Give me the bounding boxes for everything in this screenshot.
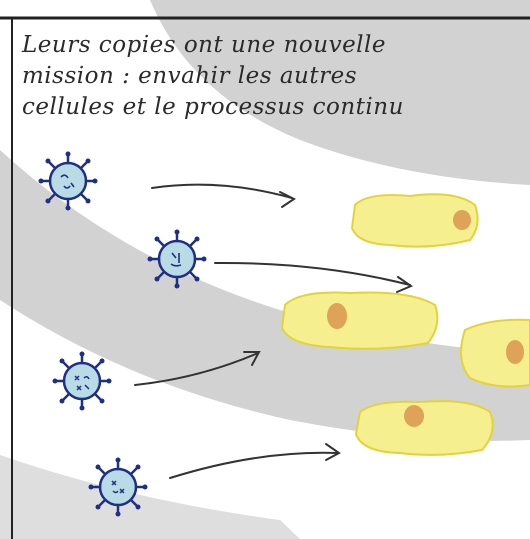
virus-icon: [38, 151, 98, 211]
host-cell-icon: [280, 291, 439, 350]
caption-line: Leurs copies ont une nouvelle: [22, 32, 387, 58]
background-band-top: [150, 0, 530, 185]
caption-line: mission : envahir les autres: [22, 63, 358, 89]
virus-icon: [88, 457, 148, 517]
virus-icon: [52, 351, 112, 411]
arrow-icon: [134, 351, 261, 386]
host-cell-icon: [354, 400, 494, 456]
background-band-middle: [0, 150, 530, 441]
host-cell-icon: [460, 318, 530, 388]
caption-text: Leurs copies ont une nouvelle mission : …: [22, 30, 527, 123]
arrow-icon: [214, 261, 414, 293]
caption-line: cellules et le processus continu: [22, 94, 404, 120]
host-cell-icon: [350, 193, 479, 248]
background-band-bottom: [0, 455, 300, 539]
virus-icon: [147, 229, 207, 289]
arrow-icon: [151, 183, 296, 208]
arrow-icon: [169, 443, 341, 479]
